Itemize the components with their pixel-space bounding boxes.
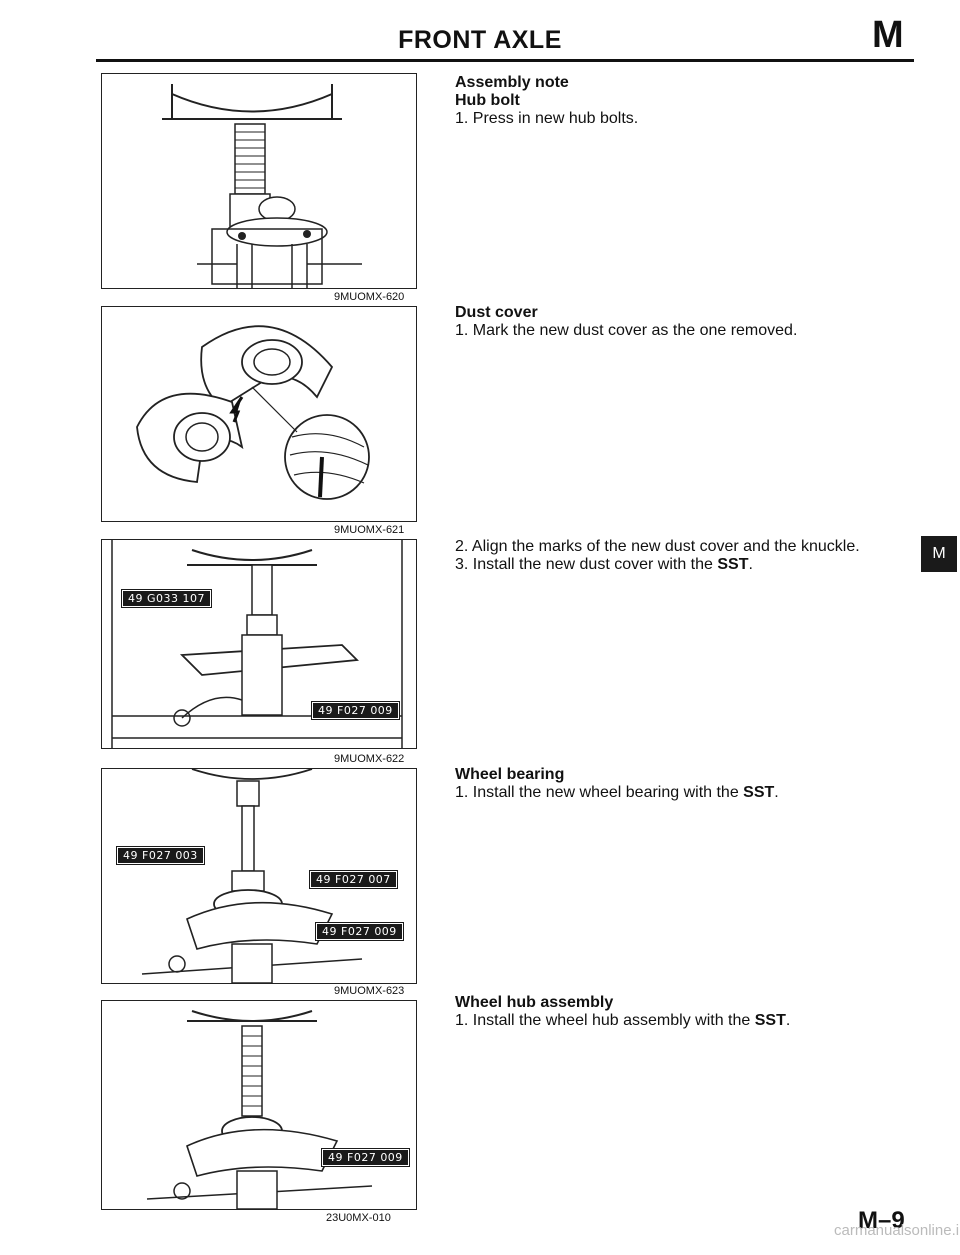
sst-term: SST [717,556,749,573]
figure-caption: 9MUOMX-622 [334,753,405,765]
sst-label: 49 G033 107 [120,589,213,608]
header-rule [96,59,914,62]
figure-hub-bolt-press [101,73,417,289]
wheel-hub-heading: Wheel hub assembly [455,994,614,1011]
assembly-note-heading: Assembly note [455,74,569,91]
sst-label: 49 F027 009 [311,701,400,720]
figure-caption: 9MUOMX-623 [334,985,405,997]
page-number: M–9 [858,1207,905,1234]
section-tab: M [921,536,957,572]
section-letter: M [872,14,904,56]
wheel-hub-illustration [146,1010,373,1209]
wheel-hub-step-1: 1. Install the wheel hub assembly with t… [455,1012,791,1029]
sst-term: SST [743,784,775,801]
sst-label: 49 F027 007 [309,870,398,889]
figure-wheel-bearing: 49 F027 003 49 F027 007 49 F027 009 [101,768,417,984]
dust-cover-step-2: 2. Align the marks of the new dust cover… [455,538,860,555]
sst-term: SST [754,1012,786,1029]
wheel-bearing-heading: Wheel bearing [455,766,565,783]
sst-label: 49 F027 009 [315,922,404,941]
hub-bolt-heading: Hub bolt [455,92,520,109]
dust-cover-illustration [136,325,370,500]
figure-caption: 9MUOMX-621 [334,524,405,536]
figure-dust-cover [101,306,417,522]
hub-bolt-step-1: 1. Press in new hub bolts. [455,110,639,127]
wheel-bearing-illustration [141,769,363,983]
sst-label: 49 F027 003 [116,846,205,865]
wheel-bearing-step-1: 1. Install the new wheel bearing with th… [455,784,779,801]
sst-label: 49 F027 009 [321,1148,410,1167]
dust-cover-step-1: 1. Mark the new dust cover as the one re… [455,322,798,339]
watermark: carmanualsonline.info [834,1222,960,1239]
figure-caption: 23U0MX-010 [326,1212,391,1224]
figure-caption: 9MUOMX-620 [334,291,405,303]
page-title: FRONT AXLE [398,26,562,54]
dust-cover-step-3: 3. Install the new dust cover with the S… [455,556,753,573]
press-illustration [162,84,362,288]
dust-cover-heading: Dust cover [455,304,538,321]
figure-dust-cover-install: 49 G033 107 49 F027 009 [101,539,417,749]
figure-wheel-hub: 49 F027 009 [101,1000,417,1210]
dust-cover-press-illustration [111,540,403,748]
